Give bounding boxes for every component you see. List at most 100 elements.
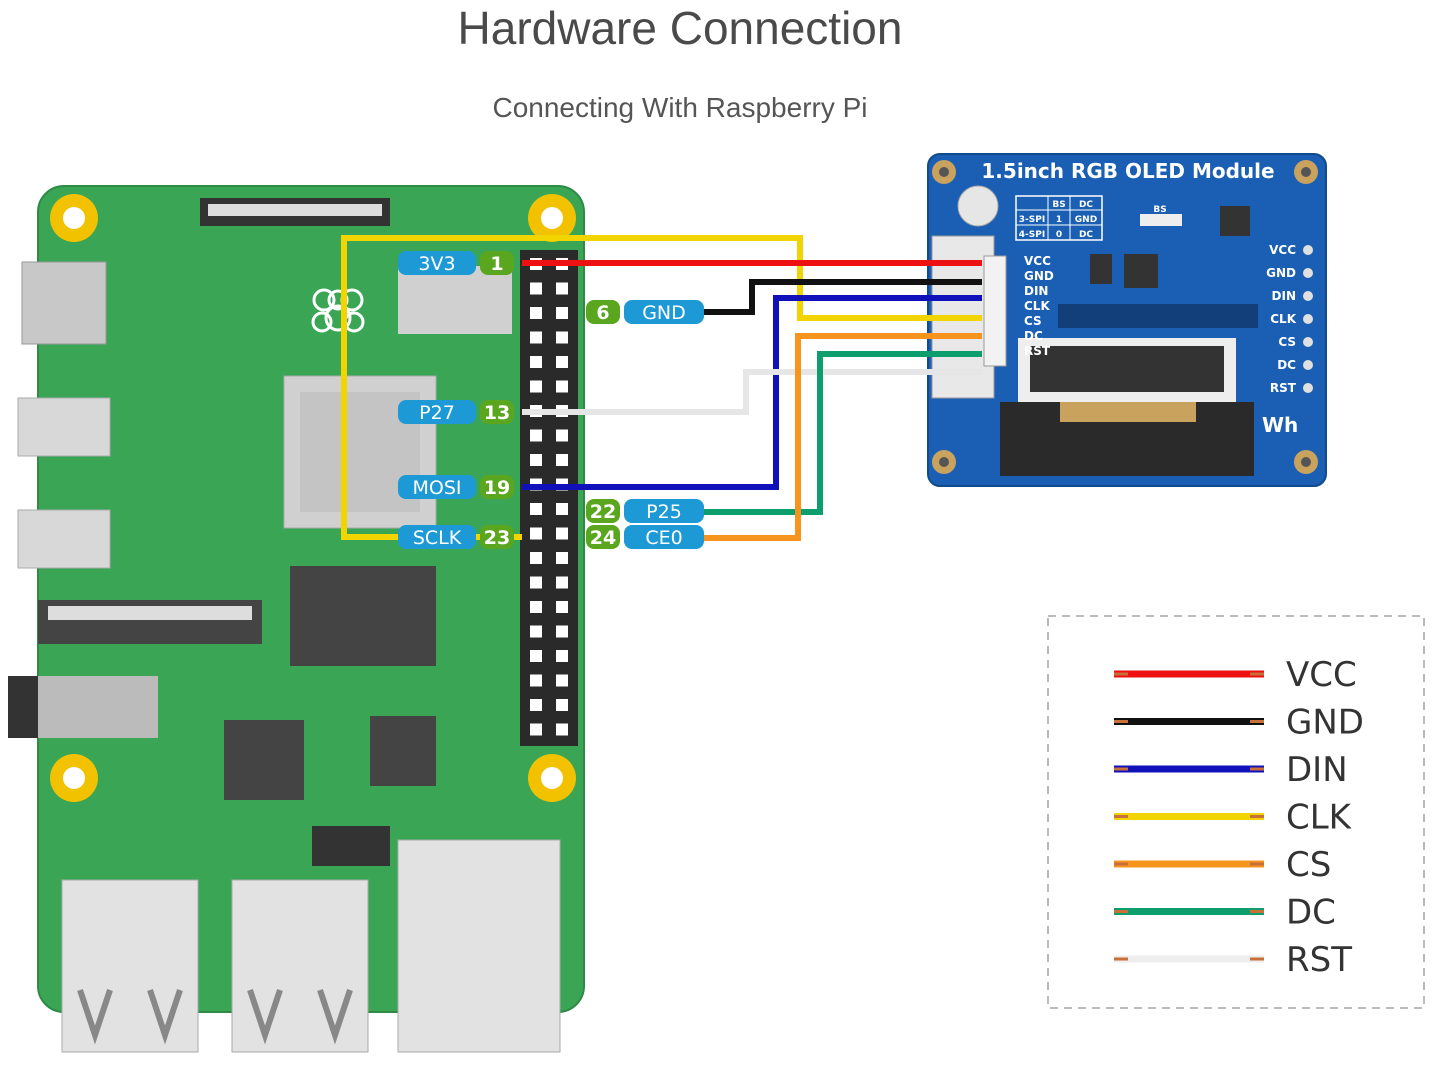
gpio-pin (556, 576, 568, 589)
wire-gnd (704, 279, 982, 315)
table-cell: DC (1079, 230, 1093, 240)
oled-connector-pin-cs: CS (1024, 314, 1042, 328)
config-table: BS DC 3-SPI 1 GND 4-SPI 0 DC (1015, 195, 1103, 241)
table-header-dc: DC (1079, 200, 1093, 210)
gpio-pin (556, 674, 568, 687)
pin-name: 3V3 (418, 253, 455, 275)
gpio-pin (556, 454, 568, 466)
pin-label-p27: P27 13 (398, 400, 514, 424)
gpio-pin (530, 723, 542, 736)
legend-label-vcc: VCC (1286, 655, 1357, 695)
gpio-pin (530, 674, 542, 687)
pin-name: GND (642, 302, 686, 324)
pin-name: P25 (646, 501, 682, 523)
gpio-pin (530, 307, 542, 319)
oled-side-pin-gnd: GND (1266, 266, 1296, 280)
oled-side-pin-clk: CLK (1270, 312, 1296, 326)
oled-module-title: 1.5inch RGB OLED Module (981, 159, 1274, 183)
pin-number: 6 (596, 302, 609, 324)
oled-side-pad (1303, 360, 1313, 370)
oled-side-pin-din: DIN (1272, 289, 1296, 303)
gpio-pin (530, 576, 542, 589)
gpio-pin (530, 552, 542, 564)
pin-number: 19 (484, 477, 510, 499)
oled-connector-pin-clk: CLK (1024, 299, 1050, 313)
wire-clk (341, 235, 982, 540)
legend-label-dc: DC (1286, 893, 1336, 933)
oled-side-pad (1303, 245, 1313, 255)
gpio-pin (530, 699, 542, 711)
pin-label-gnd: 6 GND (586, 300, 704, 324)
oled-side-pad (1303, 314, 1313, 324)
pin-label-p25: 22 P25 (586, 499, 704, 523)
gpio-pin (556, 723, 568, 736)
pin-label-sclk: SCLK 23 (398, 525, 514, 549)
pin-number: 22 (590, 501, 616, 523)
oled-side-pins: VCC GND DIN CLK CS DC RST (1266, 243, 1313, 395)
legend-label-rst: RST (1286, 940, 1352, 980)
page-subtitle: Connecting With Raspberry Pi (492, 92, 868, 123)
oled-connector-pin-din: DIN (1024, 284, 1048, 298)
oled-module-board: 1.5inch RGB OLED Module BS DC 3-SPI 1 GN… (927, 153, 1327, 487)
gpio-pin (556, 307, 568, 319)
legend-label-gnd: GND (1286, 703, 1364, 743)
table-header-bs: BS (1052, 200, 1065, 210)
pin-name: MOSI (412, 477, 461, 499)
raspberry-pi-board (8, 185, 585, 1053)
gpio-pin (556, 282, 568, 295)
table-cell: GND (1075, 215, 1097, 225)
gpio-pin (556, 429, 568, 442)
gpio-pin (530, 331, 542, 344)
oled-side-pin-vcc: VCC (1269, 243, 1296, 257)
gpio-pin (530, 429, 542, 442)
oled-side-pad (1303, 268, 1313, 278)
oled-side-pad (1303, 383, 1313, 393)
oled-connector-pin-rst: RST (1024, 344, 1051, 358)
gpio-pin (530, 380, 542, 393)
oled-side-pin-dc: DC (1277, 358, 1296, 372)
gpio-pin (556, 601, 568, 613)
waveshare-logo: Wh (1262, 413, 1298, 437)
gpio-pin (556, 527, 568, 540)
pin-label-3v3: 3V3 1 (398, 251, 514, 275)
gpio-pin (556, 380, 568, 393)
gpio-pin (556, 625, 568, 638)
oled-connector-pin-dc: DC (1024, 329, 1043, 343)
oled-side-pin-rst: RST (1270, 381, 1297, 395)
gpio-pin (530, 650, 542, 662)
wire-rst (522, 369, 982, 415)
bs-label: BS (1153, 205, 1166, 215)
pin-label-mosi: MOSI 19 (398, 475, 514, 499)
table-cell: 0 (1056, 230, 1062, 240)
pin-name: P27 (419, 402, 455, 424)
oled-side-pad (1303, 291, 1313, 301)
wires (341, 235, 982, 541)
pin-number: 23 (484, 527, 510, 549)
gpio-pin (556, 650, 568, 662)
oled-connector-pin-gnd: GND (1024, 269, 1054, 283)
oled-connector-pin-vcc: VCC (1024, 254, 1051, 268)
wire-cs (704, 333, 982, 541)
gpio-pin (530, 454, 542, 466)
gpio-pin (556, 503, 568, 515)
table-row-4spi: 4-SPI (1019, 230, 1045, 240)
wire-dc (704, 351, 982, 515)
pin-number: 1 (490, 253, 503, 275)
pin-name: CE0 (645, 527, 682, 549)
gpio-pin (556, 356, 568, 368)
pin-label-ce0: 24 CE0 (586, 525, 704, 549)
gpio-pin (530, 625, 542, 638)
table-cell: 1 (1056, 215, 1062, 225)
oled-side-pin-cs: CS (1278, 335, 1296, 349)
gpio-pin (530, 601, 542, 613)
legend-label-din: DIN (1286, 750, 1348, 790)
table-row-3spi: 3-SPI (1019, 215, 1045, 225)
page-title: Hardware Connection (457, 2, 903, 54)
gpio-pin (556, 552, 568, 564)
oled-side-pad (1303, 337, 1313, 347)
pin-number: 13 (484, 402, 510, 424)
gpio-pin (530, 282, 542, 295)
